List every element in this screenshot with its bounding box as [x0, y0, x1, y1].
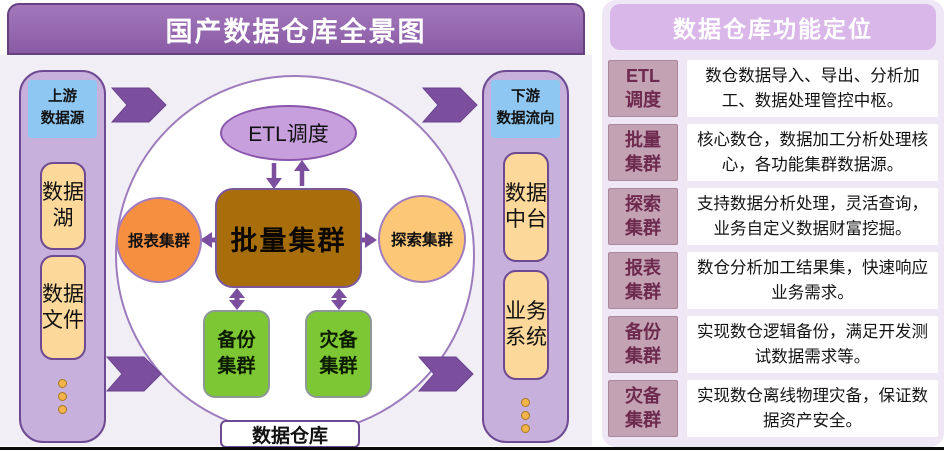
batch-cluster-node: 批量集群	[215, 188, 362, 288]
function-row-disaster: 灾备 集群 实现数仓离线物理灾备，保证数据资产安全。	[608, 380, 938, 437]
panorama-body: 上游 数据源 数据湖 数据文件 下游 数据流向 数据中台 业务系统 ETL调度 …	[0, 55, 592, 448]
upstream-item-data-lake: 数据湖	[40, 162, 86, 250]
downstream-item-data-platform: 数据中台	[503, 152, 549, 262]
term-description: 数仓分析加工结果集，快速响应业务需求。	[687, 252, 938, 309]
term-description: 实现数仓离线物理灾备，保证数据资产安全。	[687, 380, 938, 437]
function-rows: ETL 调度 数仓数据导入、导出、分析加工、数据处理管控中枢。 批量 集群 核心…	[608, 60, 938, 437]
function-panel-title: 数据仓库功能定位	[610, 4, 936, 50]
panorama-panel: 国产数据仓库全景图	[0, 3, 592, 448]
disaster-cluster-node: 灾备 集群	[305, 310, 372, 398]
downstream-ellipsis-dots-icon	[520, 394, 531, 437]
term-description: 实现数仓逻辑备份，满足开发测试数据需求等。	[687, 316, 938, 373]
data-warehouse-label: 数据仓库	[220, 420, 360, 448]
function-row-backup: 备份 集群 实现数仓逻辑备份，满足开发测试数据需求等。	[608, 316, 938, 373]
term-badge: 探索 集群	[608, 188, 678, 245]
function-row-etl: ETL 调度 数仓数据导入、导出、分析加工、数据处理管控中枢。	[608, 60, 938, 117]
backup-cluster-node: 备份 集群	[203, 310, 270, 398]
term-description: 支持数据分析处理，灵活查询，业务自定义数据财富挖掘。	[687, 188, 938, 245]
term-badge: 备份 集群	[608, 316, 678, 373]
upstream-header: 上游 数据源	[28, 80, 97, 138]
chevron-arrow-top-right-icon	[421, 87, 478, 123]
etl-scheduler-node: ETL调度	[220, 105, 357, 161]
panorama-title: 国产数据仓库全景图	[7, 3, 585, 55]
term-badge: 批量 集群	[608, 124, 678, 181]
downstream-header: 下游 数据流向	[491, 80, 560, 138]
report-cluster-node: 报表集群	[116, 197, 202, 283]
explore-cluster-node: 探索集群	[378, 195, 466, 283]
upstream-column: 上游 数据源 数据湖 数据文件	[19, 70, 106, 443]
term-badge: 报表 集群	[608, 252, 678, 309]
term-badge: ETL 调度	[608, 60, 678, 117]
downstream-column: 下游 数据流向 数据中台 业务系统	[482, 70, 569, 443]
function-row-explore: 探索 集群 支持数据分析处理，灵活查询，业务自定义数据财富挖掘。	[608, 188, 938, 245]
chevron-arrow-top-left-icon	[110, 87, 167, 123]
term-description: 数仓数据导入、导出、分析加工、数据处理管控中枢。	[687, 60, 938, 117]
bottom-divider	[0, 447, 944, 450]
upstream-item-data-files: 数据文件	[40, 255, 86, 360]
upstream-ellipsis-dots-icon	[57, 375, 68, 418]
function-positioning-panel: 数据仓库功能定位 ETL 调度 数仓数据导入、导出、分析加工、数据处理管控中枢。…	[602, 0, 944, 447]
downstream-item-business-systems: 业务系统	[503, 270, 549, 380]
term-description: 核心数仓，数据加工分析处理核心，各功能集群数据源。	[687, 124, 938, 181]
function-row-report: 报表 集群 数仓分析加工结果集，快速响应业务需求。	[608, 252, 938, 309]
function-row-batch: 批量 集群 核心数仓，数据加工分析处理核心，各功能集群数据源。	[608, 124, 938, 181]
term-badge: 灾备 集群	[608, 380, 678, 437]
